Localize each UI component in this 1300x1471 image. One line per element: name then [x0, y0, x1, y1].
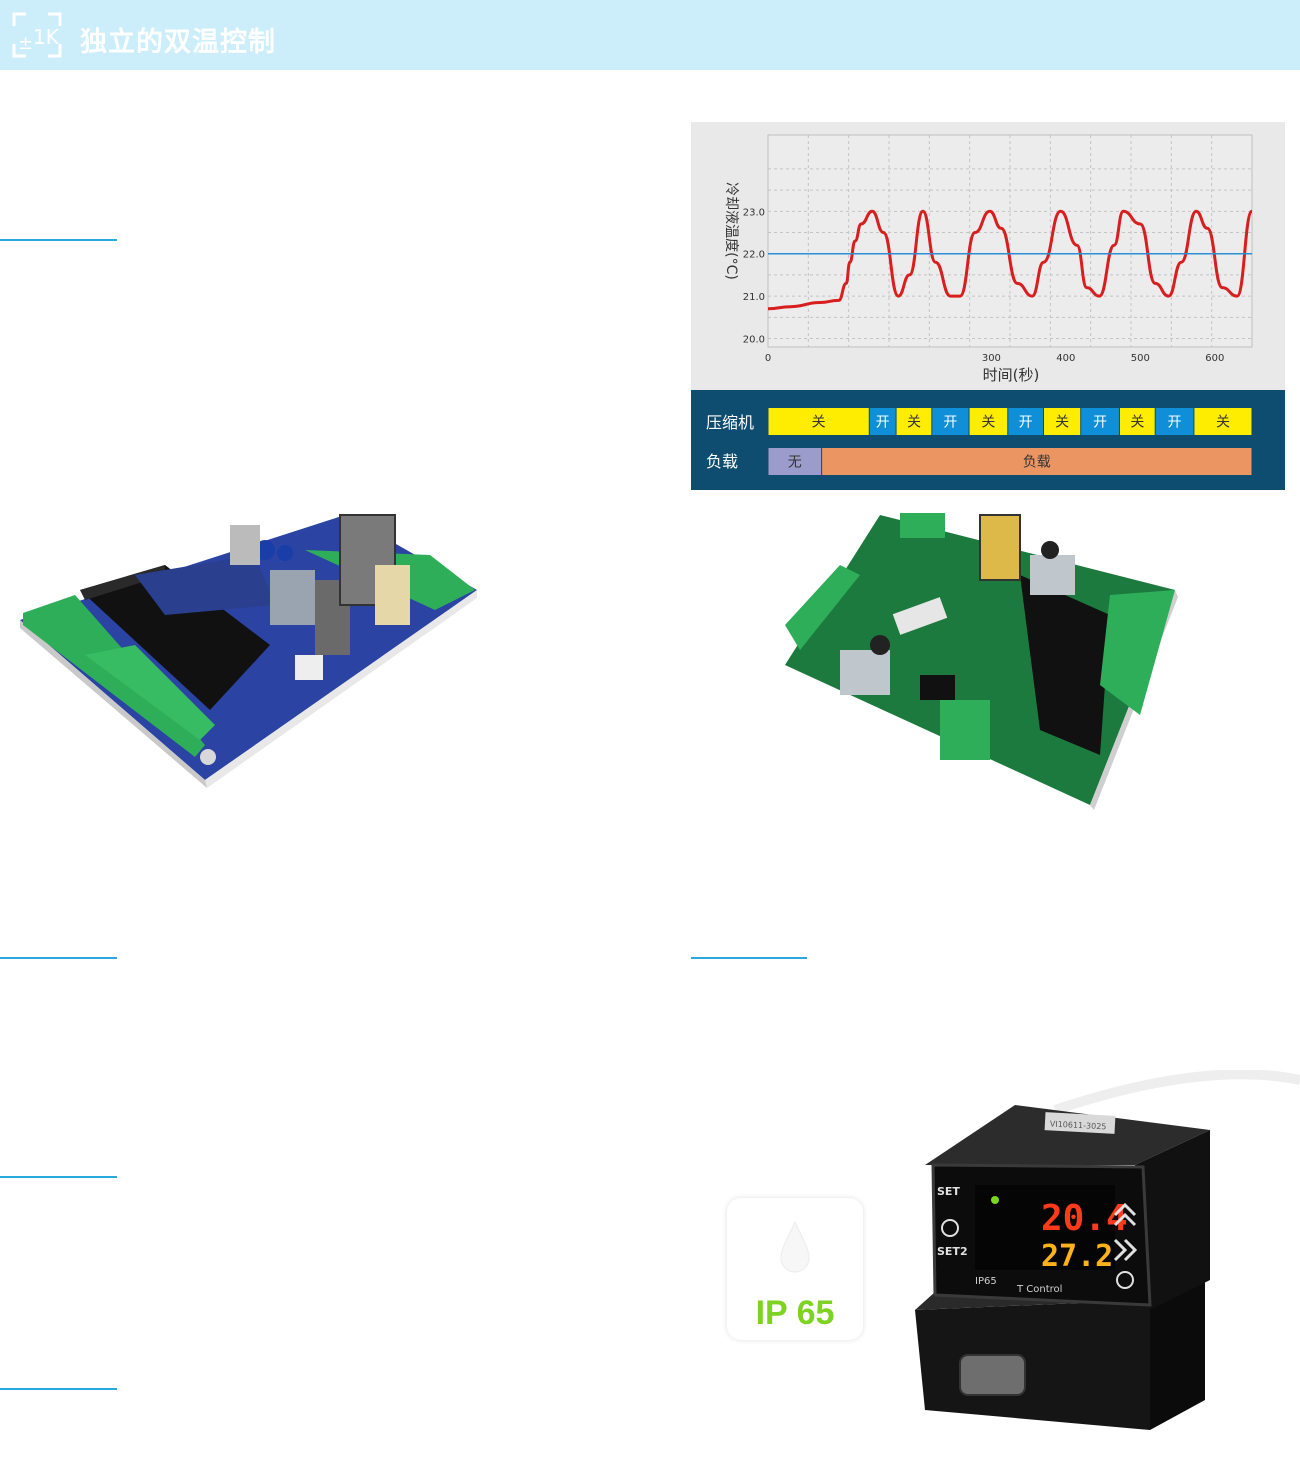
logo-text: 1K [33, 25, 60, 49]
y-tick-label: 23.0 [743, 207, 765, 218]
load-segment [822, 448, 1252, 475]
x-tick-label: 400 [1056, 353, 1075, 364]
load-segment [768, 448, 822, 475]
compressor-segment-label: 关 [812, 415, 826, 431]
compressor-segment-label: 关 [1130, 415, 1144, 431]
temperature-chart: 20.0 21.0 22.0 23.0 0 300 400 500 600 冷却液温度(°C)… [691, 122, 1285, 490]
x-tick-label: 600 [1205, 353, 1224, 364]
ip-rating-label: IP65 [975, 1276, 997, 1287]
set2-key-label: SET2 [937, 1245, 968, 1258]
y-tick-label: 22.0 [743, 250, 765, 261]
ip65-badge-text: IP 65 [755, 1294, 835, 1332]
compressor-segment-label: 开 [876, 415, 890, 431]
y-tick-label: 20.0 [743, 335, 765, 346]
compressor-segment [768, 408, 869, 435]
display-lower-value: 27.2 [1041, 1239, 1113, 1274]
display-upper-value: 20.4 [1041, 1198, 1128, 1239]
compressor-segment [1081, 408, 1119, 435]
green-controller-board-image [785, 513, 1178, 810]
load-segment-label: 无 [788, 455, 802, 471]
coolant-temperature-line [767, 209, 1254, 311]
y-axis-label: 冷却液温度(°C) [723, 182, 739, 280]
compressor-segment [896, 408, 932, 435]
load-row-label: 负载 [706, 452, 738, 471]
y-tick-label: 21.0 [743, 292, 765, 303]
compressor-segment [869, 408, 896, 435]
page-title: 独立的双温控制 [80, 27, 276, 58]
compressor-segment-label: 开 [943, 415, 957, 431]
section-divider [691, 957, 807, 959]
load-segment-label: 负载 [1023, 455, 1051, 471]
compressor-segment-label: 开 [1168, 415, 1182, 431]
compressor-segment-label: 关 [1216, 415, 1230, 431]
header-bar: ± 1K 独立的双温控制 [0, 0, 1300, 70]
section-divider [0, 1388, 117, 1390]
compressor-segment [932, 408, 969, 435]
compressor-segment-label: 开 [1093, 415, 1107, 431]
compressor-row-label: 压缩机 [706, 413, 754, 432]
chart-canvas: 20.0 21.0 22.0 23.0 0 300 400 500 600 冷却液温度(°C)… [691, 134, 1285, 490]
blue-controller-board-image [20, 514, 477, 788]
compressor-segment-label: 开 [1019, 415, 1033, 431]
compressor-segment-label: 关 [907, 415, 921, 431]
section-divider [0, 1176, 117, 1178]
x-tick-label: 300 [982, 353, 1001, 364]
section-divider [0, 957, 117, 959]
compressor-segment [969, 408, 1008, 435]
temperature-controller-device-image: VI10611-3025 20.4 27.2 SET SET2 IP65 T C… [915, 1070, 1300, 1430]
temperature-range-icon: ± 1K [12, 12, 62, 58]
compressor-segment [1044, 408, 1081, 435]
water-drop-icon [780, 1220, 810, 1273]
brand-label: T Control [1016, 1284, 1062, 1295]
compressor-segment [1008, 408, 1044, 435]
compressor-segment [1119, 408, 1155, 435]
x-axis-label: 时间(秒) [983, 366, 1040, 384]
compressor-segment [1194, 408, 1252, 435]
svg-text:±: ± [18, 33, 33, 54]
x-tick-label: 0 [765, 353, 771, 364]
ip65-badge: IP 65 [727, 1198, 863, 1340]
set-key-label: SET [937, 1185, 960, 1198]
x-tick-label: 500 [1131, 353, 1150, 364]
compressor-segment-label: 关 [1055, 415, 1069, 431]
compressor-segment-label: 关 [981, 415, 995, 431]
device-sticker-text: VI10611-3025 [1050, 1119, 1107, 1131]
compressor-segment [1155, 408, 1194, 435]
section-divider [0, 239, 117, 241]
